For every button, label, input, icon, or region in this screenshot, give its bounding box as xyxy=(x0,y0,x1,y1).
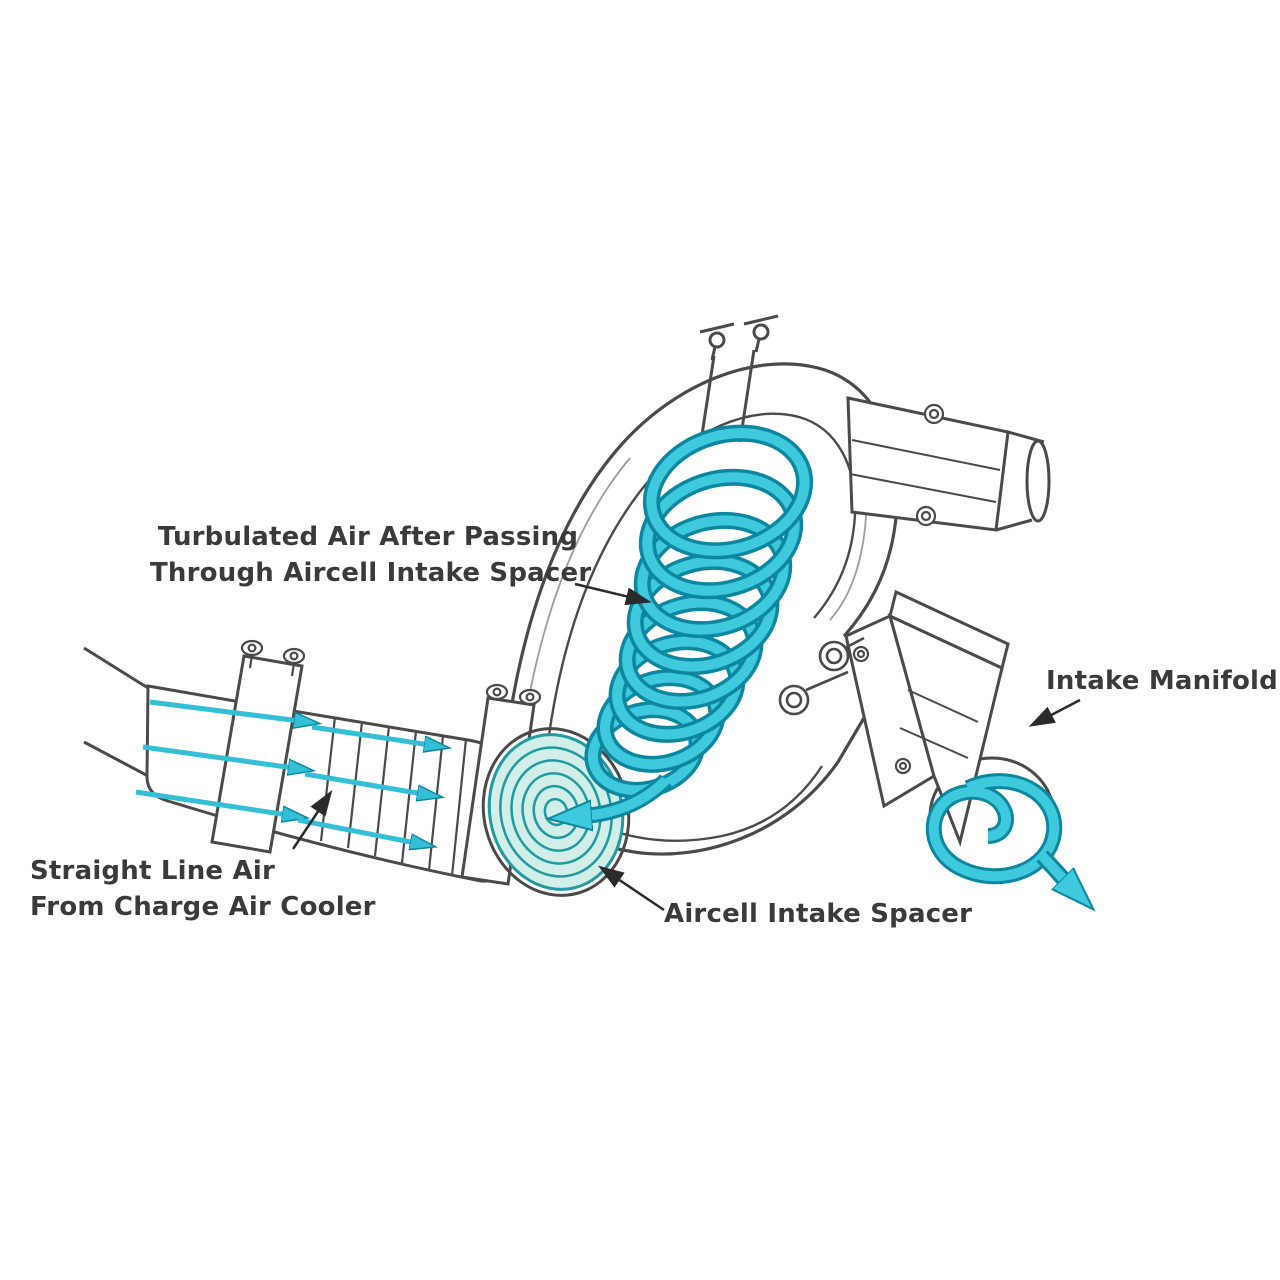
label-aircell-spacer: Aircell Intake Spacer xyxy=(664,899,973,929)
straight-arrow-icon xyxy=(304,771,423,794)
bellows-ridges xyxy=(319,716,468,877)
straight-arrow-icon xyxy=(142,744,294,768)
pointer-turbulated-icon xyxy=(574,582,652,606)
pointer-aircell-spacer-icon xyxy=(598,865,665,912)
label-turbulated-line2: Through Aircell Intake Spacer xyxy=(150,558,592,588)
pointer-straight-air-icon xyxy=(291,790,333,850)
charge-air-pipe-stub xyxy=(83,646,149,778)
hose-clamp-left xyxy=(210,639,306,854)
straight-arrow-icon xyxy=(297,817,416,843)
straight-arrow-icon xyxy=(135,789,288,815)
label-pointers xyxy=(291,582,1081,912)
label-straight-line2: From Charge Air Cooler xyxy=(30,892,376,922)
swirl-arrow xyxy=(925,773,1068,884)
straight-arrow-icon xyxy=(149,699,300,721)
label-turbulated-line1: Turbulated Air After Passing xyxy=(157,522,579,552)
clamp-pin-icon xyxy=(752,323,770,341)
straight-air-arrows xyxy=(135,699,430,843)
label-straight-line1: Straight Line Air xyxy=(30,856,275,886)
turbulated-air-coil xyxy=(583,424,814,816)
straight-arrow-icon xyxy=(311,724,430,745)
pointer-intake-manifold-icon xyxy=(1028,698,1081,727)
label-intake-manifold: Intake Manifold xyxy=(1046,666,1278,696)
label-straight-line-air: Straight Line Air From Charge Air Cooler xyxy=(30,853,376,925)
charge-air-duct xyxy=(145,684,513,883)
upper-right-pipe xyxy=(846,396,1051,532)
clamp-pin-icon xyxy=(708,331,726,349)
label-turbulated-air: Turbulated Air After Passing Through Air… xyxy=(150,519,592,591)
